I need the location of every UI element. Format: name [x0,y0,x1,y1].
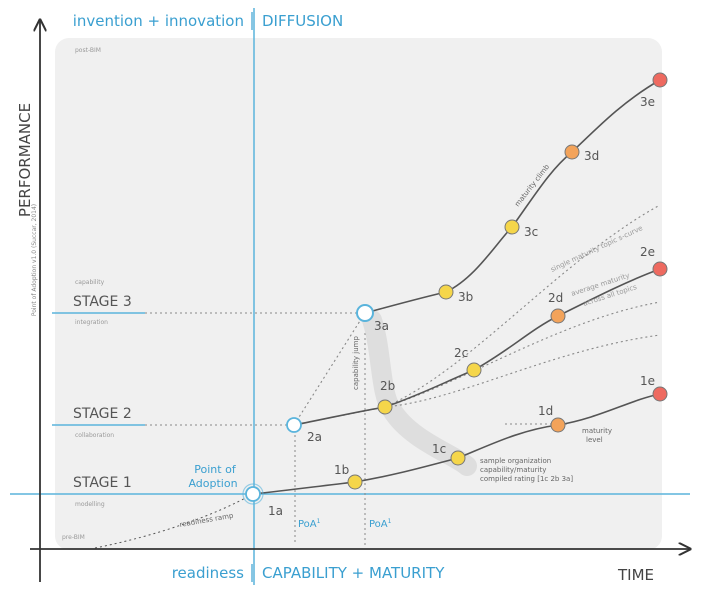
label-3b: 3b [458,290,473,304]
chart-panel [55,38,662,550]
level-capability: capability [75,279,105,286]
capability-jump-label: capability jump [352,336,360,390]
maturity-level-label-2: level [586,436,603,444]
point-3c [504,219,520,235]
label-3a: 3a [374,319,389,333]
label-2a: 2a [307,430,322,444]
points [242,72,668,505]
label-2b: 2b [380,379,395,393]
label-1a: 1a [268,504,283,518]
label-3c: 3c [524,225,538,239]
stage1-label: STAGE 1 [73,475,132,491]
label-1e: 1e [640,374,655,388]
level-post-bim: post-BIM [75,47,101,54]
point-3e [652,72,668,88]
point-2c [466,362,482,378]
label-3d: 3d [584,149,599,163]
point-2d [550,308,566,324]
label-1b: 1b [334,463,349,477]
maturity-level-label-1: maturity [582,427,612,435]
point-3d [564,144,580,160]
point-1d [550,417,566,433]
point-1b [347,474,363,490]
point-1c [450,450,466,466]
stage2-label: STAGE 2 [73,406,132,422]
level-labels: post-BIM capability STAGE 3 integration … [62,47,132,541]
poa-line2: Adoption [188,477,237,490]
readiness-ramp-curve [94,493,254,549]
label-1c: 1c [432,442,446,456]
point-3a [356,304,374,322]
poa2-label: PoA1 [369,518,392,530]
footer-left: readiness [172,564,244,582]
stage3-label: STAGE 3 [73,294,132,310]
label-2e: 2e [640,245,655,259]
poa-line1: Point of [194,463,237,476]
sample-label-1: sample organization [480,457,551,465]
poa1-label: PoA1 [298,518,321,530]
header-left: invention + innovation [73,12,244,30]
point-1a [245,486,261,502]
point-3b [438,284,454,300]
sample-label-2: capability/maturity [480,466,546,474]
label-2d: 2d [548,291,563,305]
level-modelling: modelling [75,501,105,508]
point-1e [652,386,668,402]
label-2c: 2c [454,346,468,360]
x-axis-label: TIME [617,566,654,584]
level-collaboration: collaboration [75,432,114,439]
footer-right: CAPABILITY + MATURITY [262,564,445,582]
sample-label-3: compiled rating [1c 2b 3a] [480,475,573,483]
citation: Point of Adoption v1.0 (Succar, 2014) [31,204,38,316]
label-1d: 1d [538,404,553,418]
guide-lines [145,312,570,545]
point-2e [652,261,668,277]
label-3e: 3e [640,95,655,109]
level-pre-bim: pre-BIM [62,534,85,541]
level-integration: integration [75,319,108,326]
sample-band [362,310,477,476]
point-2b [377,399,393,415]
point-2a [286,417,302,433]
y-axis-label: PERFORMANCE [16,103,34,217]
point-labels: 1a 1b 1c 1d 1e 2a 2b 2c 2d 2e 3a 3b 3c 3… [268,95,655,518]
header-right: DIFFUSION [262,12,343,30]
point-1a-halo [242,483,264,505]
